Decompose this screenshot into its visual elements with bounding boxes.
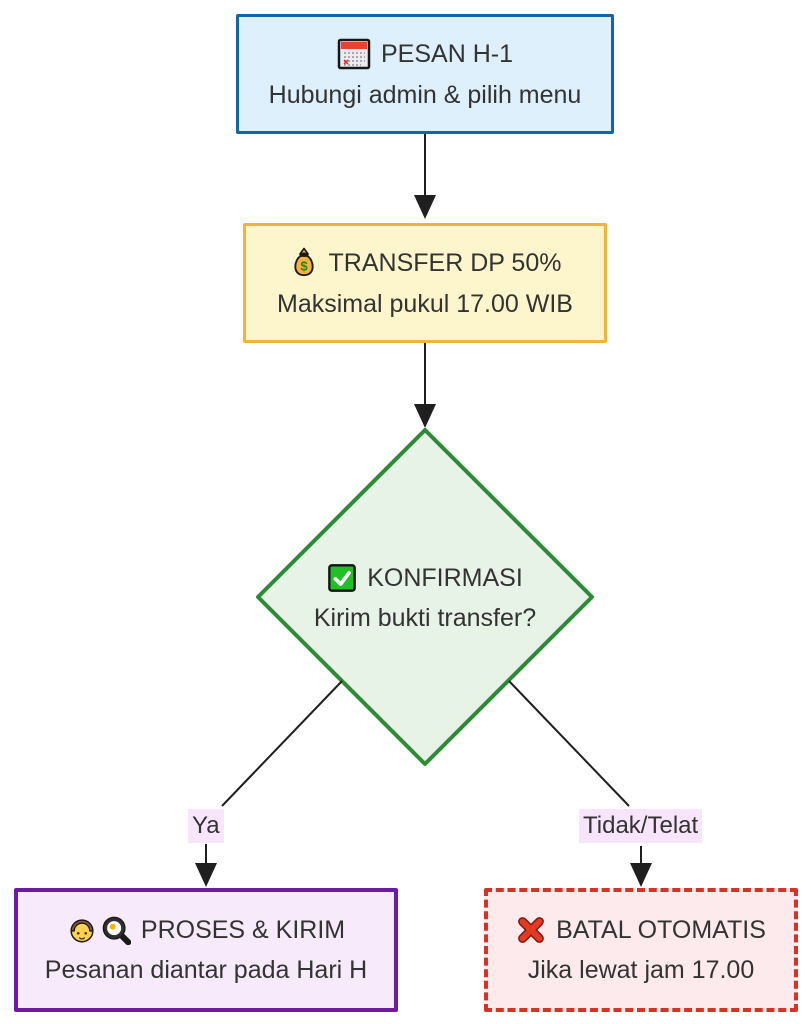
node-transfer-dp: $ TRANSFER DP 50% Maksimal pukul 17.00 W… [243, 223, 607, 343]
node-subtitle: Kirim bukti transfer? [313, 604, 537, 633]
money-symbol: $ [300, 259, 308, 274]
node-subtitle: Pesanan diantar pada Hari H [44, 956, 368, 985]
calendar-icon [337, 38, 371, 70]
node-title-row: KONFIRMASI [327, 563, 523, 593]
person-icon [70, 919, 94, 943]
node-title: PESAN H-1 [381, 39, 513, 68]
node-title: PROSES & KIRIM [140, 915, 346, 944]
node-subtitle: Jika lewat jam 17.00 [527, 956, 755, 985]
node-konfirmasi: KONFIRMASI Kirim bukti transfer? [275, 542, 575, 654]
node-batal-otomatis: BATAL OTOMATIS Jika lewat jam 17.00 [484, 888, 798, 1012]
node-title: BATAL OTOMATIS [556, 915, 766, 944]
node-title-row: PESAN H-1 [337, 38, 513, 70]
node-title-row: PROSES & KIRIM [67, 915, 346, 946]
node-subtitle: Hubungi admin & pilih menu [268, 81, 582, 110]
check-box-icon [327, 563, 357, 593]
node-title-row: $ TRANSFER DP 50% [289, 247, 562, 279]
edge-label-ya: Ya [188, 809, 224, 843]
frying-pan-icon [102, 916, 131, 946]
cook-icon [67, 915, 131, 946]
node-title: KONFIRMASI [367, 563, 523, 592]
edge-konfirmasi-to-ya [221, 680, 343, 807]
edge-konfirmasi-to-tidak [508, 680, 630, 807]
node-subtitle: Maksimal pukul 17.00 WIB [277, 290, 573, 319]
money-bag-icon: $ [289, 247, 319, 279]
edge-label-tidak-telat: Tidak/Telat [579, 809, 703, 843]
node-title: TRANSFER DP 50% [328, 248, 562, 277]
node-pesan-h1: PESAN H-1 Hubungi admin & pilih menu [236, 14, 614, 134]
node-proses-kirim: PROSES & KIRIM Pesanan diantar pada Hari… [14, 888, 398, 1012]
cross-mark-icon [516, 915, 546, 945]
node-title-row: BATAL OTOMATIS [516, 915, 766, 945]
